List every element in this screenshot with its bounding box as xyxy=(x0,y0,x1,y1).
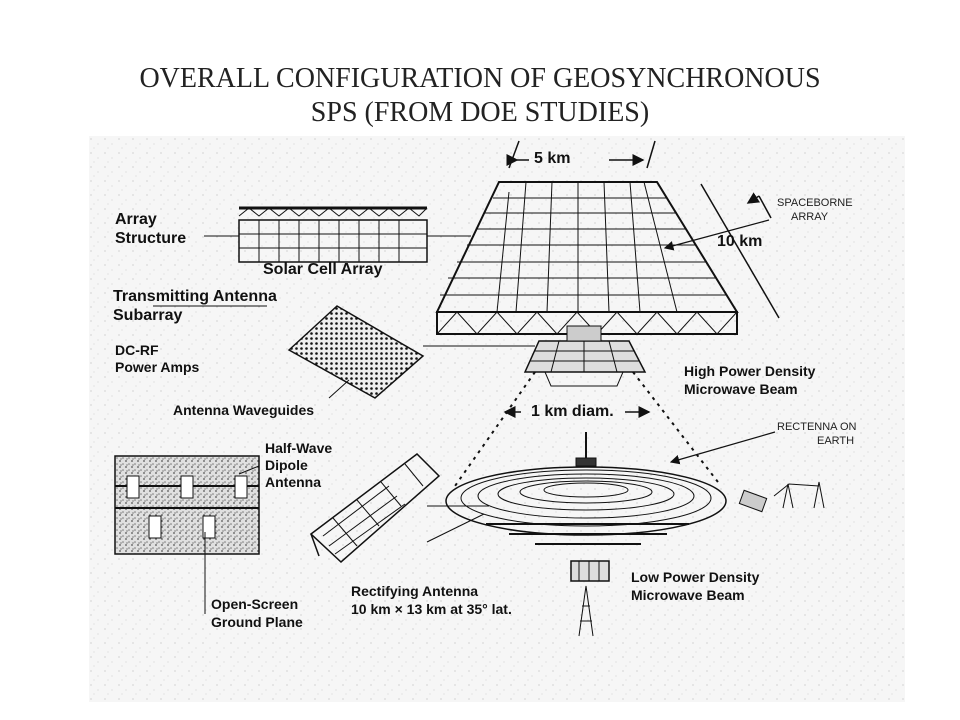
low-power-beam-line-1: Low Power Density xyxy=(631,569,760,585)
high-power-beam-line-1: High Power Density xyxy=(684,363,816,379)
open-screen-line-2: Ground Plane xyxy=(211,614,303,630)
rectifying-antenna-line-1: Rectifying Antenna xyxy=(351,583,479,599)
rectifying-antenna-line-2: 10 km × 13 km at 35° lat. xyxy=(351,601,512,617)
transmitting-antenna-line-2: Subarray xyxy=(113,307,183,324)
array-structure-detail xyxy=(204,206,471,263)
microwave-beam-lines xyxy=(454,371,722,487)
rectifying-antenna-panels xyxy=(309,453,489,564)
slide-title: OVERALL CONFIGURATION OF GEOSYNCHRONOUS … xyxy=(60,62,900,130)
dipole-closeup xyxy=(114,455,260,614)
half-wave-dipole-label: Half-Wave Dipole Antenna xyxy=(265,440,332,491)
solar-cell-array-label: Solar Cell Array xyxy=(263,261,383,278)
width-dimension-label: 5 km xyxy=(534,150,571,167)
diagram-drawing xyxy=(89,136,905,702)
low-power-beam-label: Low Power Density Microwave Beam xyxy=(631,568,759,604)
open-screen-label: Open-Screen Ground Plane xyxy=(211,595,303,631)
transmitting-antenna-subarray xyxy=(153,305,535,399)
rectenna-line-2: EARTH xyxy=(817,435,855,447)
spaceborne-array-annotation: SPACEBORNE ARRAY xyxy=(777,196,853,224)
dc-rf-label: DC-RF Power Amps xyxy=(115,342,199,376)
rectenna-annotation: RECTENNA ON EARTH xyxy=(777,420,856,448)
annotation-arrows xyxy=(663,219,776,465)
figure-background xyxy=(89,136,905,702)
half-wave-dipole-line-2: Dipole xyxy=(265,457,308,473)
length-dimension-label: 10 km xyxy=(717,233,763,250)
spaceborne-array-panel xyxy=(435,181,739,387)
array-structure-line-2: Structure xyxy=(115,230,187,247)
dc-rf-line-1: DC-RF xyxy=(115,342,159,358)
rectifying-antenna-label: Rectifying Antenna 10 km × 13 km at 35° … xyxy=(351,582,512,618)
half-wave-dipole-line-1: Half-Wave xyxy=(265,440,333,456)
array-structure-label: Array Structure xyxy=(115,210,186,248)
dimension-lines xyxy=(506,140,780,319)
transmitting-antenna-line-1: Transmitting Antenna xyxy=(113,288,277,305)
transmitting-antenna-label: Transmitting Antenna Subarray xyxy=(113,287,277,325)
half-wave-dipole-line-3: Antenna xyxy=(265,474,321,490)
title-line-1: OVERALL CONFIGURATION OF GEOSYNCHRONOUS xyxy=(139,63,821,94)
antenna-waveguides-label: Antenna Waveguides xyxy=(173,402,315,418)
low-power-beam-line-2: Microwave Beam xyxy=(631,587,745,603)
spaceborne-line-2: ARRAY xyxy=(791,211,829,223)
rectenna-field xyxy=(445,432,825,637)
beam-diameter-label: 1 km diam. xyxy=(531,403,614,420)
sps-configuration-figure: 5 km 10 km 1 km diam. Array Structure So… xyxy=(89,136,905,702)
rectenna-line-1: RECTENNA ON xyxy=(777,421,857,433)
array-structure-line-1: Array xyxy=(115,211,157,228)
high-power-beam-line-2: Microwave Beam xyxy=(684,381,798,397)
open-screen-line-1: Open-Screen xyxy=(211,596,299,612)
dc-rf-line-2: Power Amps xyxy=(115,359,200,375)
title-line-2: SPS (FROM DOE STUDIES) xyxy=(310,97,650,128)
high-power-beam-label: High Power Density Microwave Beam xyxy=(684,362,815,398)
spaceborne-line-1: SPACEBORNE xyxy=(777,197,853,209)
